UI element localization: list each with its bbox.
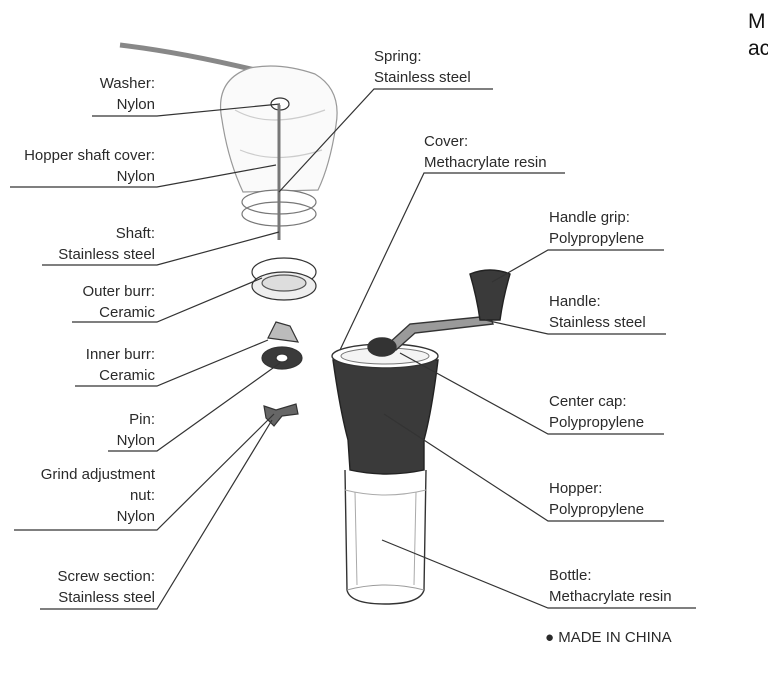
made-in-china-footnote: ● MADE IN CHINA bbox=[545, 629, 672, 646]
hopper-part bbox=[332, 359, 439, 475]
leader-cover bbox=[339, 172, 565, 351]
hopper-name: Hopper: bbox=[549, 480, 603, 497]
label-handle-grip: Handle grip: Polypropylene bbox=[549, 207, 644, 249]
label-outer-burr: Outer burr: Ceramic bbox=[82, 281, 155, 323]
screw-section-name: Screw section: bbox=[57, 568, 155, 585]
shaft-material: Stainless steel bbox=[58, 246, 155, 263]
handle-grip-material: Polypropylene bbox=[549, 230, 645, 247]
outer-burr-material: Ceramic bbox=[99, 304, 155, 321]
grinder-assembly bbox=[331, 269, 511, 605]
pin-name: Pin: bbox=[129, 411, 155, 428]
outer-burr-part bbox=[251, 257, 317, 301]
leader-screw-section bbox=[40, 419, 273, 610]
screw-section-material: Stainless steel bbox=[58, 589, 155, 606]
label-hopper-shaft-cover: Hopper shaft cover: Nylon bbox=[24, 145, 155, 187]
outer-burr-name: Outer burr: bbox=[82, 283, 155, 300]
cutoff-text-line2: ac bbox=[748, 37, 768, 60]
inner-burr-name: Inner burr: bbox=[85, 346, 155, 363]
hopper-shaft-cover-name: Hopper shaft cover: bbox=[24, 147, 155, 164]
leader-hopper bbox=[383, 413, 664, 522]
label-bottle: Bottle: Methacrylate resin bbox=[549, 565, 672, 607]
leader-grind-adjustment-nut bbox=[14, 413, 275, 531]
washer-name: Washer: bbox=[99, 75, 155, 92]
cutoff-text: M ac bbox=[748, 8, 768, 62]
label-inner-burr: Inner burr: Ceramic bbox=[86, 344, 155, 386]
center-cap-name: Center cap: bbox=[549, 393, 627, 410]
leader-pin bbox=[108, 362, 281, 452]
label-screw-section: Screw section: Stainless steel bbox=[57, 566, 155, 608]
inner-burr-material: Ceramic bbox=[99, 367, 155, 384]
shaft-name: Shaft: bbox=[115, 225, 155, 242]
bottle-part bbox=[344, 469, 427, 605]
leader-outer-burr bbox=[72, 277, 263, 323]
cover-name: Cover: bbox=[424, 133, 469, 150]
leader-center-cap bbox=[399, 352, 664, 435]
center-cap-material: Polypropylene bbox=[549, 414, 645, 431]
inner-burr-part bbox=[261, 321, 303, 370]
label-pin: Pin: Nylon bbox=[117, 409, 155, 451]
label-center-cap: Center cap: Polypropylene bbox=[549, 391, 644, 433]
bottle-material: Methacrylate resin bbox=[549, 588, 672, 605]
cord bbox=[119, 42, 256, 73]
pin-part bbox=[263, 403, 299, 427]
leader-lines bbox=[10, 88, 696, 610]
leader-shaft bbox=[42, 231, 280, 266]
cutoff-text-line1: M bbox=[748, 10, 766, 33]
pin-material: Nylon bbox=[116, 432, 155, 449]
handle-grip-name: Handle grip: bbox=[549, 209, 630, 226]
leader-inner-burr bbox=[75, 339, 269, 387]
spring-material: Stainless steel bbox=[374, 69, 471, 86]
handle-name: Handle: bbox=[549, 293, 601, 310]
leader-bottle bbox=[381, 539, 696, 609]
leader-hopper-shaft-cover bbox=[10, 164, 277, 188]
grind-adjustment-nut-name-line1: Grind adjustment bbox=[40, 466, 155, 483]
center-cap-part bbox=[367, 337, 397, 357]
label-handle: Handle: Stainless steel bbox=[549, 291, 646, 333]
handle-grip-part bbox=[469, 269, 511, 321]
grind-adjustment-nut-material: Nylon bbox=[116, 508, 155, 525]
spring-name: Spring: bbox=[374, 48, 422, 65]
leader-handle bbox=[484, 319, 666, 335]
bottle-name: Bottle: bbox=[549, 567, 592, 584]
leader-spring bbox=[278, 88, 493, 193]
label-grind-adjustment-nut: Grind adjustment nut: Nylon bbox=[41, 464, 155, 527]
leader-handle-grip bbox=[491, 249, 664, 283]
washer-material: Nylon bbox=[116, 96, 155, 113]
hopper-material: Polypropylene bbox=[549, 501, 645, 518]
cover-material: Methacrylate resin bbox=[424, 154, 547, 171]
label-cover: Cover: Methacrylate resin bbox=[424, 131, 547, 173]
handle-material: Stainless steel bbox=[549, 314, 646, 331]
grind-adjustment-nut-name-line2: nut: bbox=[129, 487, 155, 504]
label-hopper: Hopper: Polypropylene bbox=[549, 478, 644, 520]
leader-washer bbox=[92, 103, 281, 117]
label-spring: Spring: Stainless steel bbox=[374, 46, 471, 88]
hopper-shaft-cover-material: Nylon bbox=[116, 168, 155, 185]
label-shaft: Shaft: Stainless steel bbox=[58, 223, 155, 265]
label-washer: Washer: Nylon bbox=[100, 73, 155, 115]
